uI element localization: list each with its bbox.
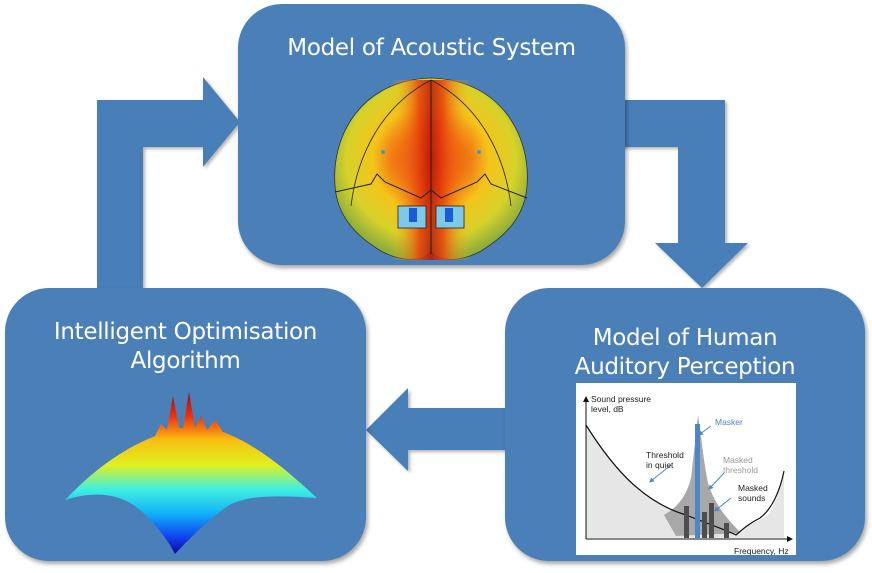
- optimisation-surface-image: [65, 392, 317, 554]
- node-title-line-1: Intelligent Optimisation: [53, 319, 318, 345]
- masked-sounds-label-line-1: Masked: [738, 483, 768, 493]
- node-title-line-1: Model of Human: [592, 325, 778, 351]
- y-axis-label-line-2: level, dB: [591, 404, 624, 414]
- masked-sound-bar: [684, 506, 689, 538]
- masked-sound-bar: [702, 512, 707, 538]
- node-optimisation-algorithm: Intelligent Optimisation Algorithm: [5, 288, 366, 561]
- masked-threshold-label-line-1: Masked: [723, 455, 753, 465]
- node-title: Model of Acoustic System: [287, 35, 576, 61]
- masked-threshold-label-line-2: threshold: [723, 465, 758, 475]
- masking-chart-panel: Sound pressure level, dB Masker Threshol…: [576, 383, 796, 556]
- arrow-acoustic-to-perception: [620, 100, 748, 288]
- threshold-quiet-label-line-2: in quiet: [646, 460, 674, 470]
- threshold-in-quiet-curve: [585, 424, 785, 536]
- x-axis-label: Frequency, Hz: [734, 546, 789, 555]
- threshold-quiet-label-line-1: Threshold: [646, 450, 684, 460]
- node-title-line-2: Algorithm: [130, 348, 241, 374]
- y-axis-label-line-1: Sound pressure: [591, 394, 651, 404]
- acoustic-sphere-image: [334, 77, 528, 260]
- arrow-perception-to-optimisation: [366, 388, 507, 471]
- masked-sounds-label-line-2: sounds: [738, 493, 765, 503]
- masked-sound-bar: [709, 503, 714, 538]
- node-auditory-perception: Model of Human Auditory Perception: [505, 288, 865, 561]
- masking-chart: Sound pressure level, dB Masker Threshol…: [583, 394, 793, 556]
- threshold-in-quiet-region: [586, 425, 784, 538]
- surface: [65, 392, 317, 554]
- masker-label: Masker: [715, 417, 743, 427]
- masked-threshold-region: [664, 415, 741, 536]
- masker-bar: [695, 424, 700, 538]
- node-title: Intelligent Optimisation Algorithm: [5, 318, 366, 376]
- node-title-line-2: Auditory Perception: [574, 354, 796, 380]
- masked-sound-bar: [724, 523, 729, 538]
- node-acoustic-system: Model of Acoustic System: [238, 4, 625, 265]
- node-title: Model of Human Auditory Perception: [505, 324, 865, 382]
- arrow-optimisation-to-acoustic: [97, 77, 240, 290]
